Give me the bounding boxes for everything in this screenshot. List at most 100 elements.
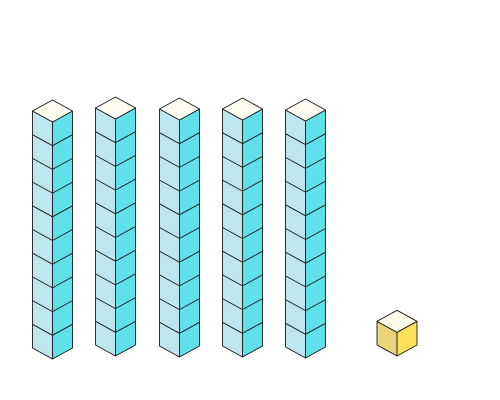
cube-divider-right <box>52 181 73 194</box>
ten-rod <box>222 97 263 358</box>
cube-divider-left <box>32 134 53 147</box>
cube-divider-right <box>115 320 136 333</box>
cube-divider-left <box>95 249 116 262</box>
cube-divider-left <box>159 250 180 263</box>
cube-divider-right <box>179 156 200 168</box>
cube-divider-left <box>285 133 306 146</box>
cube-divider-left <box>32 323 53 336</box>
cube-divider-left <box>159 203 180 216</box>
cube-divider-right <box>52 323 73 336</box>
unit-cube <box>376 309 418 357</box>
cube-divider-right <box>242 179 263 192</box>
cube-divider-left <box>159 298 180 310</box>
cube-divider-left <box>222 298 243 310</box>
cube-divider-left <box>222 156 243 168</box>
cube-divider-left <box>159 227 180 239</box>
cube-divider-right <box>179 298 200 310</box>
cube-divider-right <box>179 179 200 192</box>
cube-divider-right <box>52 300 73 312</box>
cube-divider-left <box>159 156 180 168</box>
cube-divider-right <box>52 252 73 265</box>
cube-divider-right <box>305 204 326 217</box>
cube-divider-left <box>285 251 306 264</box>
cube-divider-left <box>32 300 53 312</box>
cube-divider-left <box>95 202 116 215</box>
cube-divider-right <box>242 250 263 263</box>
cube-divider-left <box>222 132 243 145</box>
top-face <box>159 97 200 121</box>
cube-divider-right <box>115 155 136 167</box>
ten-rod <box>95 96 136 357</box>
cube-divider-left <box>32 205 53 218</box>
cube-divider-right <box>305 251 326 264</box>
cube-divider-left <box>32 181 53 194</box>
cube-divider-right <box>115 249 136 262</box>
cube-divider-left <box>285 322 306 335</box>
cube-divider-right <box>242 274 263 287</box>
cube-divider-right <box>115 202 136 215</box>
cube-divider-left <box>159 132 180 145</box>
cube-divider-right <box>242 132 263 145</box>
cube-divider-right <box>179 250 200 263</box>
cube-divider-left <box>222 274 243 287</box>
cube-divider-left <box>95 273 116 286</box>
cube-divider-left <box>222 250 243 263</box>
cube-divider-left <box>285 228 306 240</box>
cube-divider-right <box>305 322 326 335</box>
cube-divider-right <box>52 205 73 218</box>
cube-divider-right <box>115 131 136 144</box>
cube-divider-left <box>95 155 116 167</box>
ten-rod <box>159 97 200 358</box>
cube-divider-right <box>242 321 263 334</box>
cube-divider-left <box>285 180 306 193</box>
cube-divider-right <box>52 158 73 170</box>
cube-divider-left <box>159 321 180 334</box>
cube-divider-right <box>305 180 326 193</box>
cube-divider-right <box>242 203 263 216</box>
cube-divider-left <box>285 204 306 217</box>
cube-divider-left <box>159 179 180 192</box>
cube-divider-right <box>305 133 326 146</box>
cube-divider-right <box>115 226 136 238</box>
cube-divider-left <box>222 321 243 334</box>
unit-cubes <box>376 309 418 357</box>
cube-divider-left <box>32 252 53 265</box>
cube-divider-right <box>242 298 263 310</box>
cube-divider-right <box>179 274 200 287</box>
cube-divider-right <box>115 273 136 286</box>
cube-divider-left <box>285 157 306 169</box>
cube-divider-left <box>95 297 116 309</box>
cube-divider-right <box>179 321 200 334</box>
ten-rod <box>285 98 326 359</box>
cube-divider-left <box>222 203 243 216</box>
cube-divider-right <box>305 157 326 169</box>
ten-rod <box>32 99 73 360</box>
cube-divider-right <box>242 156 263 168</box>
tens-rods <box>32 96 326 360</box>
cube-divider-left <box>285 275 306 288</box>
cube-divider-right <box>115 297 136 309</box>
cube-divider-right <box>52 134 73 147</box>
cube-divider-left <box>32 229 53 241</box>
cube-divider-right <box>115 178 136 191</box>
cube-divider-right <box>179 132 200 145</box>
cube-divider-right <box>242 227 263 239</box>
top-face <box>285 98 326 122</box>
cube-divider-left <box>32 276 53 289</box>
cube-divider-left <box>285 299 306 311</box>
cube-divider-left <box>222 179 243 192</box>
cube-divider-right <box>305 299 326 311</box>
cube-divider-left <box>95 131 116 144</box>
top-face <box>32 99 73 123</box>
cube-divider-right <box>52 229 73 241</box>
cube-divider-left <box>32 158 53 170</box>
cube-divider-left <box>95 226 116 238</box>
top-face <box>376 309 418 333</box>
top-face <box>95 96 136 120</box>
cube-divider-right <box>52 276 73 289</box>
cube-divider-left <box>222 227 243 239</box>
cube-divider-left <box>159 274 180 287</box>
cube-divider-right <box>179 203 200 216</box>
cube-divider-left <box>95 178 116 191</box>
